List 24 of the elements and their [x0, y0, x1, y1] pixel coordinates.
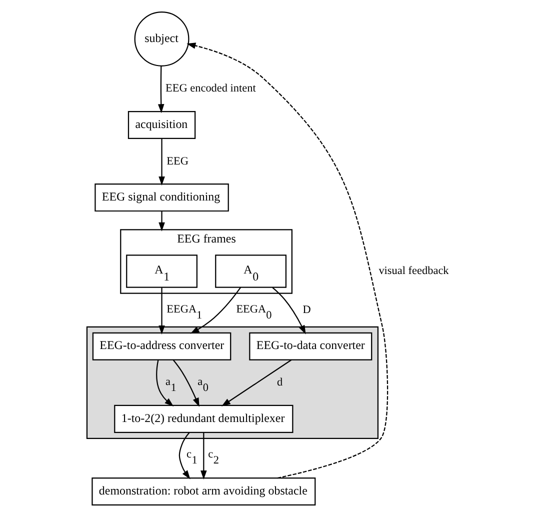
- node-box: EEG signal conditioning: [94, 183, 229, 212]
- edge-label: visual feedback: [378, 264, 449, 277]
- arrow: [158, 65, 164, 113]
- arrow: [172, 359, 200, 406]
- arrow: [158, 210, 165, 231]
- edge-label: D: [302, 304, 311, 316]
- arrow: [158, 138, 165, 186]
- node-box: 1-to-2(2) redundant demultiplexer: [114, 404, 294, 432]
- edge-label: EEG: [166, 154, 188, 167]
- arrow: [190, 286, 242, 334]
- arrow: [272, 286, 306, 334]
- node-box: demonstration: robot arm avoiding obstacle: [92, 476, 316, 506]
- node-box: EEG-to-address converter: [92, 332, 232, 360]
- arrow: [156, 359, 174, 406]
- node-box: EEG-to-data converter: [249, 332, 372, 360]
- arrow: [186, 42, 388, 478]
- arrow: [221, 359, 292, 406]
- node-circle: subject: [134, 10, 190, 66]
- arrow: [200, 432, 207, 480]
- arrow: [178, 432, 190, 479]
- node-box: acquisition: [128, 110, 196, 138]
- arrow: [158, 287, 165, 334]
- edge-label: EEG encoded intent: [166, 82, 256, 94]
- edge-label: d: [276, 376, 283, 388]
